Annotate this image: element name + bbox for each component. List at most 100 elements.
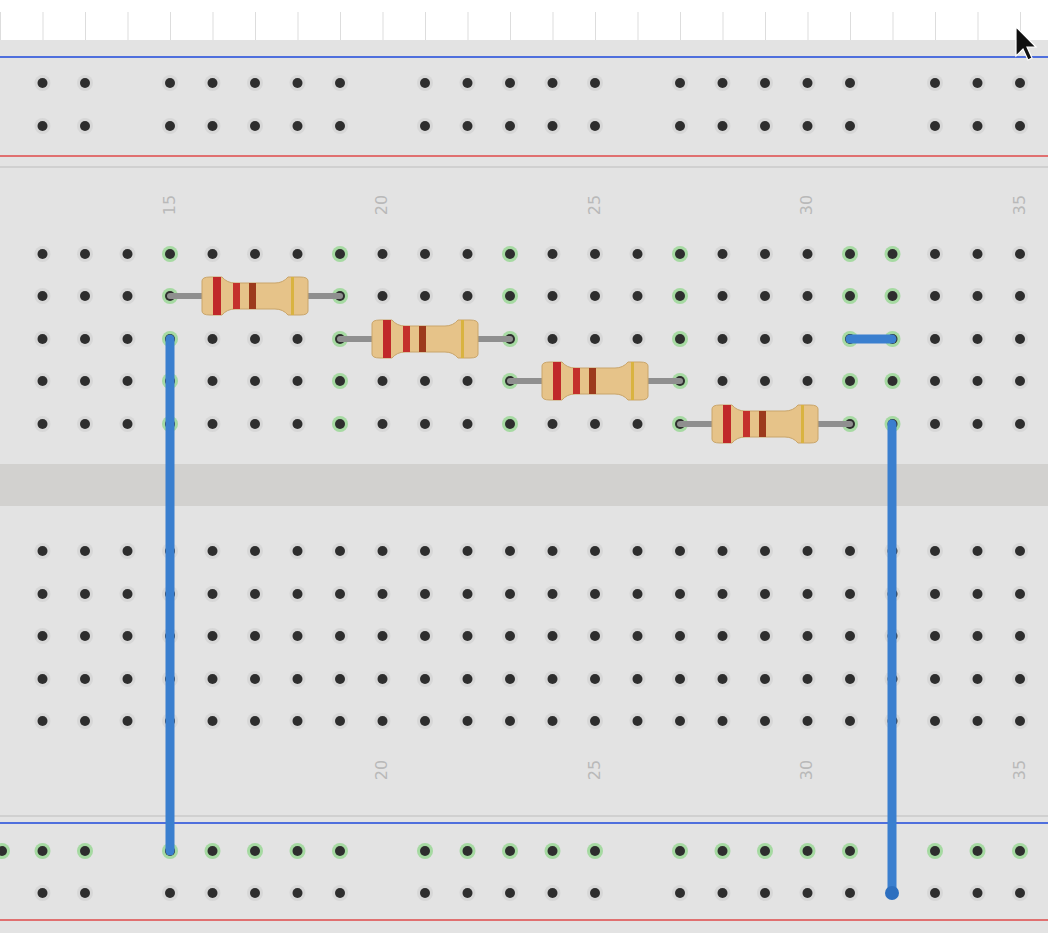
hole: [293, 546, 303, 556]
resistor: [680, 405, 850, 443]
hole: [888, 249, 898, 259]
hole: [250, 846, 260, 856]
hole: [1015, 249, 1025, 259]
hole: [463, 631, 473, 641]
hole: [675, 121, 685, 131]
hole: [293, 249, 303, 259]
hole: [590, 888, 600, 898]
hole: [208, 589, 218, 599]
hole: [80, 716, 90, 726]
hole: [378, 631, 388, 641]
hole: [420, 78, 430, 88]
hole: [420, 674, 430, 684]
hole: [633, 716, 643, 726]
hole: [420, 291, 430, 301]
hole: [760, 589, 770, 599]
hole: [718, 121, 728, 131]
hole: [208, 631, 218, 641]
hole: [633, 249, 643, 259]
hole: [505, 846, 515, 856]
hole: [1015, 631, 1025, 641]
hole: [335, 546, 345, 556]
hole: [590, 419, 600, 429]
hole: [760, 249, 770, 259]
hole: [930, 121, 940, 131]
hole: [378, 674, 388, 684]
hole: [973, 121, 983, 131]
hole: [420, 888, 430, 898]
hole: [1015, 334, 1025, 344]
hole: [548, 419, 558, 429]
hole: [675, 888, 685, 898]
hole: [675, 589, 685, 599]
hole: [845, 546, 855, 556]
hole: [463, 78, 473, 88]
hole: [973, 376, 983, 386]
hole: [590, 674, 600, 684]
hole: [803, 631, 813, 641]
hole: [675, 716, 685, 726]
hole: [80, 334, 90, 344]
hole: [718, 78, 728, 88]
hole: [760, 291, 770, 301]
hole: [250, 78, 260, 88]
hole: [548, 546, 558, 556]
hole: [208, 249, 218, 259]
column-number: 20: [374, 195, 390, 215]
hole: [208, 546, 218, 556]
hole: [38, 249, 48, 259]
hole: [718, 376, 728, 386]
hole: [548, 589, 558, 599]
hole: [633, 334, 643, 344]
hole: [250, 419, 260, 429]
hole: [208, 334, 218, 344]
hole: [165, 249, 175, 259]
hole: [335, 888, 345, 898]
hole: [80, 631, 90, 641]
hole: [335, 78, 345, 88]
hole: [463, 121, 473, 131]
hole: [293, 121, 303, 131]
column-number: 30: [799, 195, 815, 215]
hole: [930, 419, 940, 429]
hole: [633, 291, 643, 301]
hole: [335, 121, 345, 131]
hole: [250, 888, 260, 898]
hole: [420, 249, 430, 259]
hole: [1015, 674, 1025, 684]
hole: [760, 376, 770, 386]
hole: [973, 846, 983, 856]
hole: [548, 78, 558, 88]
hole: [335, 846, 345, 856]
hole: [250, 546, 260, 556]
hole: [250, 716, 260, 726]
hole: [845, 249, 855, 259]
hole: [250, 121, 260, 131]
hole: [590, 716, 600, 726]
hole: [463, 419, 473, 429]
hole: [378, 249, 388, 259]
hole: [293, 674, 303, 684]
hole: [208, 419, 218, 429]
hole: [760, 121, 770, 131]
hole: [930, 589, 940, 599]
column-number: 30: [799, 760, 815, 780]
hole: [760, 631, 770, 641]
hole: [378, 546, 388, 556]
column-number: 35: [1012, 760, 1028, 780]
column-number: 20: [374, 760, 390, 780]
hole: [760, 78, 770, 88]
hole: [420, 589, 430, 599]
hole: [803, 674, 813, 684]
hole: [208, 376, 218, 386]
hole: [420, 546, 430, 556]
hole: [973, 888, 983, 898]
hole: [378, 589, 388, 599]
hole: [845, 376, 855, 386]
hole: [845, 121, 855, 131]
hole: [38, 419, 48, 429]
hole: [80, 376, 90, 386]
hole: [548, 674, 558, 684]
hole: [590, 121, 600, 131]
